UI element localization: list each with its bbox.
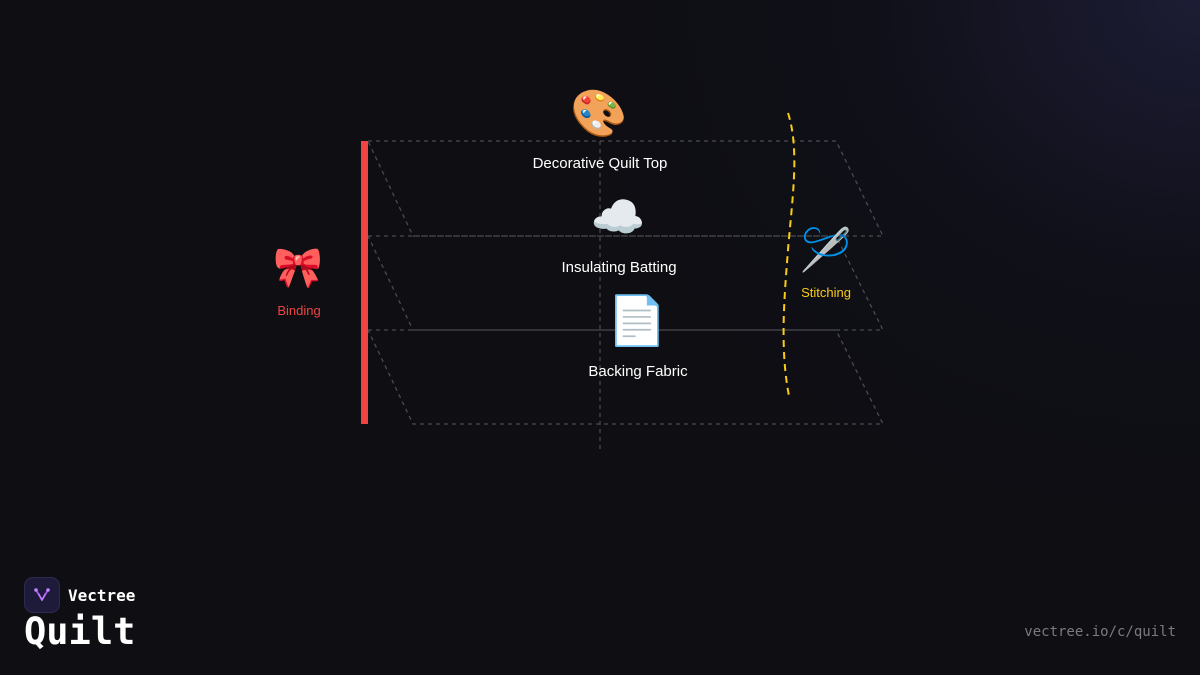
stitching-label: Stitching	[801, 285, 851, 300]
brand-name: Vectree	[68, 585, 136, 605]
vectree-logo-icon	[24, 577, 60, 613]
layer-outline-top	[366, 140, 885, 237]
layer-label-top: Decorative Quilt Top	[532, 155, 668, 172]
layer-outline-backing	[366, 329, 885, 425]
page-url[interactable]: vectree.io/c/quilt	[1024, 624, 1176, 640]
palette-icon: 🎨	[570, 86, 628, 140]
cloud-icon: ☁️	[590, 192, 646, 243]
layer-label-backing: Backing Fabric	[588, 363, 688, 380]
binding-bar	[361, 141, 368, 424]
needle-icon: 🪡	[799, 225, 853, 274]
binding-label: Binding	[277, 303, 321, 318]
layer-label-batting: Insulating Batting	[561, 259, 677, 276]
stitching-line	[782, 112, 796, 397]
layer-outline-batting	[366, 235, 885, 331]
ribbon-icon: 🎀	[273, 245, 323, 291]
page-icon: 📄	[607, 293, 667, 349]
brand: Vectree	[24, 577, 135, 613]
page-title: Quilt	[24, 610, 136, 653]
